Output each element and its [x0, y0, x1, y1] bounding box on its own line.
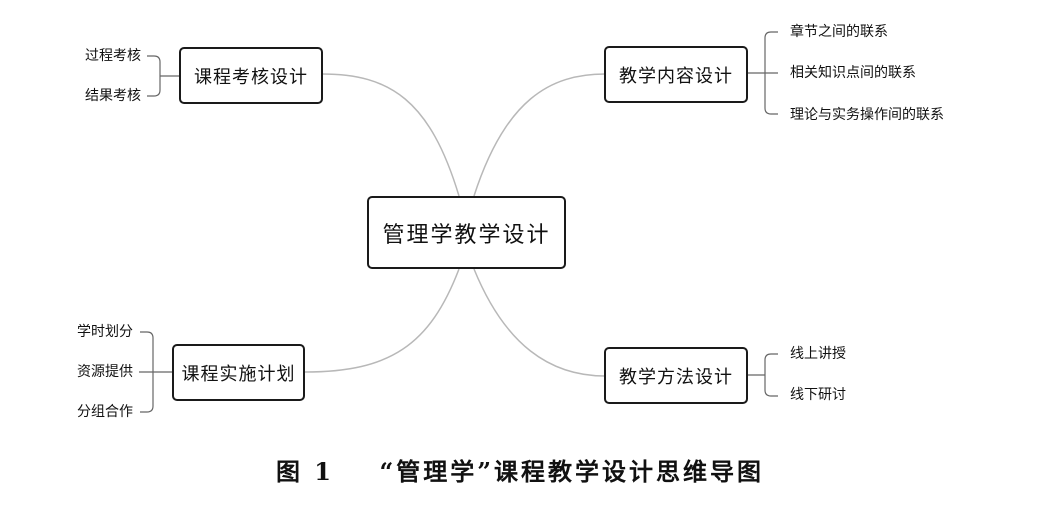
leaf-assessment-1: 过程考核	[85, 48, 141, 64]
link-center-method	[473, 268, 606, 377]
branch-assessment: 课程考核设计	[179, 47, 323, 104]
branch-content-label: 教学内容设计	[619, 65, 733, 87]
branch-method-label: 教学方法设计	[619, 366, 733, 388]
leaf-implementation-2: 资源提供	[77, 364, 133, 380]
link-center-content	[473, 73, 606, 197]
bracket-content	[747, 31, 778, 115]
leaf-implementation-3: 分组合作	[77, 404, 133, 420]
branch-content: 教学内容设计	[604, 46, 748, 103]
branch-implementation-label: 课程实施计划	[181, 363, 296, 385]
figure-title: “管理学”课程教学设计思维导图	[379, 457, 765, 486]
leaf-method-2: 线下研讨	[790, 387, 846, 403]
figure-number: 图 1	[275, 457, 335, 486]
branch-assessment-label: 课程考核设计	[194, 66, 308, 88]
bracket-implementation	[139, 331, 172, 413]
center-node: 管理学教学设计	[367, 196, 566, 269]
leaf-content-1: 章节之间的联系	[790, 24, 888, 40]
leaf-implementation-1: 学时划分	[77, 324, 133, 340]
link-center-assessment	[321, 73, 460, 197]
figure-caption: 图 1 “管理学”课程教学设计思维导图	[0, 452, 1040, 487]
leaf-content-3: 理论与实务操作间的联系	[790, 107, 944, 123]
branch-implementation: 课程实施计划	[172, 344, 305, 401]
link-center-implementation	[304, 268, 460, 373]
leaf-method-1: 线上讲授	[790, 346, 846, 362]
bracket-method	[747, 353, 778, 397]
leaf-assessment-2: 结果考核	[85, 88, 141, 104]
center-node-label: 管理学教学设计	[382, 222, 551, 248]
bracket-assessment	[147, 55, 180, 97]
branch-method: 教学方法设计	[604, 347, 748, 404]
leaf-content-2: 相关知识点间的联系	[790, 65, 916, 81]
